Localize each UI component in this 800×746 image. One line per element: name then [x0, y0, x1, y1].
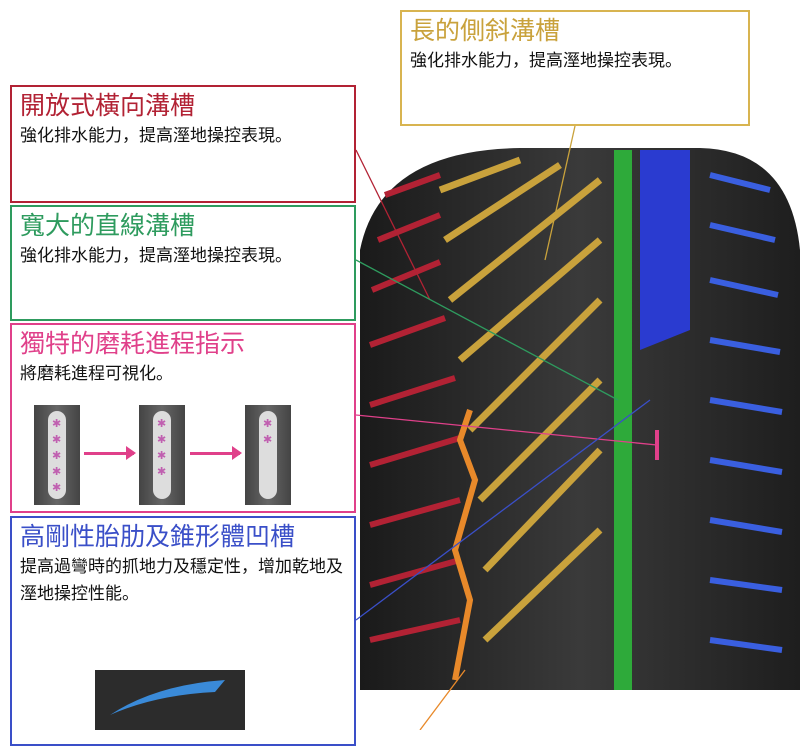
wear-star-icon: ✱ — [52, 417, 62, 430]
arrow-icon — [190, 446, 242, 460]
tire-illustration — [355, 125, 800, 730]
wear-star-icon: ✱ — [52, 433, 62, 446]
callout-desc: 強化排水能力，提高溼地操控表現。 — [20, 246, 292, 266]
wear-star-icon: ✱ — [263, 417, 273, 430]
wear-star-icon: ✱ — [52, 465, 62, 478]
wear-star-icon: ✱ — [52, 449, 62, 462]
callout-long-sipe: 長的側斜溝槽 強化排水能力，提高溼地操控表現。 — [400, 10, 750, 126]
callout-title: 高剛性胎肋及錐形體凹槽 — [20, 522, 296, 551]
callout-title: 長的側斜溝槽 — [410, 16, 561, 45]
orange-rib-edge — [451, 409, 479, 681]
wear-star-icon: ✱ — [157, 449, 167, 462]
callout-desc: 將磨耗進程可視化。 — [20, 364, 173, 384]
callout-desc: 強化排水能力，提高溼地操控表現。 — [20, 126, 292, 146]
wear-star-icon: ✱ — [157, 465, 167, 478]
callout-desc: 提高過彎時的抓地力及穩定性，增加乾地及溼地操控性能。 — [20, 557, 343, 604]
arrow-icon — [84, 446, 136, 460]
tapered-groove-image — [95, 670, 245, 730]
callout-desc: 強化排水能力，提高溼地操控表現。 — [410, 51, 682, 71]
callout-wide-straight-groove: 寬大的直線溝槽 強化排水能力，提高溼地操控表現。 — [10, 205, 356, 321]
lateral-grooves-red — [368, 172, 461, 643]
wear-stage-2: ✱ ✱ ✱ ✱ — [139, 405, 185, 505]
callout-open-lateral-groove: 開放式橫向溝槽 強化排水能力，提高溼地操控表現。 — [10, 85, 356, 203]
wear-stage-3: ✱✱ — [245, 405, 291, 505]
leader-lines — [355, 125, 658, 730]
callout-title: 開放式橫向溝槽 — [20, 91, 196, 120]
wear-stage-1: ✱ ✱ ✱ ✱ ✱ — [34, 405, 80, 505]
long-sipes-yellow — [438, 156, 603, 643]
callout-title: 獨特的磨耗進程指示 — [20, 329, 246, 358]
wear-star-icon: ✱ — [157, 417, 167, 430]
wear-star-icon: ✱ — [157, 433, 167, 446]
wear-star-icon: ✱ — [263, 433, 273, 446]
wear-star-icon: ✱ — [52, 481, 62, 494]
rigid-rib-blue — [640, 150, 690, 350]
shoulder-grooves-blue — [709, 172, 783, 653]
callout-title: 寬大的直線溝槽 — [20, 211, 196, 240]
